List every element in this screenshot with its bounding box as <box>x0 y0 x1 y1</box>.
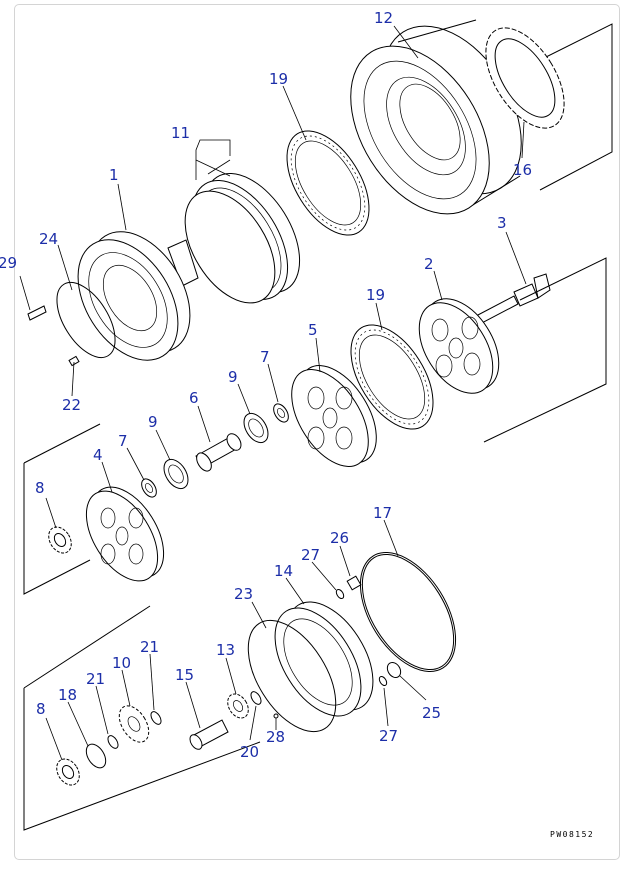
ring-gear-housing <box>350 19 522 215</box>
callouts: 12 19 11 1 16 3 24 29 2 19 5 7 9 22 6 9 … <box>0 9 532 761</box>
bearing-9-upper <box>243 412 269 444</box>
section-lines <box>23 23 613 831</box>
callout-15: 15 <box>175 666 194 684</box>
plug-22 <box>68 355 80 367</box>
spline-ring <box>485 27 565 129</box>
callout-9-upper: 9 <box>228 368 238 386</box>
thrust-washer-7-upper <box>273 403 289 423</box>
o-ring-27-lower <box>378 675 388 687</box>
callout-13: 13 <box>216 641 235 659</box>
callout-16: 16 <box>513 161 532 179</box>
sun-gear-10 <box>118 705 150 743</box>
planet-shaft-6 <box>195 433 242 472</box>
bolt <box>475 273 551 325</box>
callout-23: 23 <box>234 585 253 603</box>
drawing-code: PW08152 <box>550 830 594 839</box>
snap-ring-24 <box>56 282 116 358</box>
shaft-15 <box>189 719 229 750</box>
callout-20: 20 <box>240 743 259 761</box>
callout-4: 4 <box>93 446 103 464</box>
carrier-plate-2 <box>418 298 500 394</box>
hub <box>77 231 199 361</box>
snap-ring-21-left <box>107 735 119 749</box>
leader-lines <box>19 25 527 761</box>
callout-14: 14 <box>274 562 293 580</box>
callout-18: 18 <box>58 686 77 704</box>
callout-28: 28 <box>266 728 285 746</box>
o-ring-23 <box>247 619 337 733</box>
callout-19-upper: 19 <box>269 70 288 88</box>
drawing-frame <box>14 4 620 860</box>
bearing-9-lower <box>163 458 189 490</box>
planet-gear-8-lower <box>56 758 80 786</box>
callout-27-lower: 27 <box>379 727 398 745</box>
callout-11: 11 <box>171 124 190 142</box>
planet-carrier-5 <box>291 365 377 467</box>
callout-7-lower: 7 <box>118 432 128 450</box>
callout-25: 25 <box>422 704 441 722</box>
callout-2: 2 <box>424 255 434 273</box>
callout-9-lower: 9 <box>148 413 158 431</box>
callout-3: 3 <box>497 214 507 232</box>
planet-carrier-4 <box>85 486 165 582</box>
snap-ring-18 <box>85 743 107 769</box>
callout-17: 17 <box>373 504 392 522</box>
ball-28 <box>273 713 279 719</box>
callout-26: 26 <box>330 529 349 547</box>
cover-14 <box>274 601 374 717</box>
callout-8-upper: 8 <box>35 479 45 497</box>
o-ring-27-upper <box>335 588 345 600</box>
callout-21-left: 21 <box>86 670 105 688</box>
spacer-ring-lower <box>350 324 434 430</box>
callout-10: 10 <box>112 654 131 672</box>
thrust-washer-7-lower <box>141 478 157 498</box>
callout-21-right: 21 <box>140 638 159 656</box>
plug-26 <box>346 575 362 591</box>
callout-29: 29 <box>0 254 17 272</box>
pin-29 <box>27 305 47 321</box>
callout-19-lower: 19 <box>366 286 385 304</box>
callout-24: 24 <box>39 230 58 248</box>
seal-rings <box>184 173 301 304</box>
callout-6: 6 <box>189 389 199 407</box>
callout-12: 12 <box>374 9 393 27</box>
callout-5: 5 <box>308 321 318 339</box>
callout-7-upper: 7 <box>260 348 270 366</box>
snap-ring-20 <box>250 691 262 705</box>
planet-gear-8-upper <box>48 526 72 554</box>
spacer-ring-upper <box>286 130 370 236</box>
callout-27-upper: 27 <box>301 546 320 564</box>
callout-8-lower: 8 <box>36 700 46 718</box>
callout-22: 22 <box>62 396 81 414</box>
plug-25 <box>386 662 402 678</box>
snap-ring-21-right <box>150 711 162 725</box>
callout-1: 1 <box>109 166 119 184</box>
sun-gear-13 <box>227 693 249 719</box>
o-ring-17 <box>359 552 457 672</box>
